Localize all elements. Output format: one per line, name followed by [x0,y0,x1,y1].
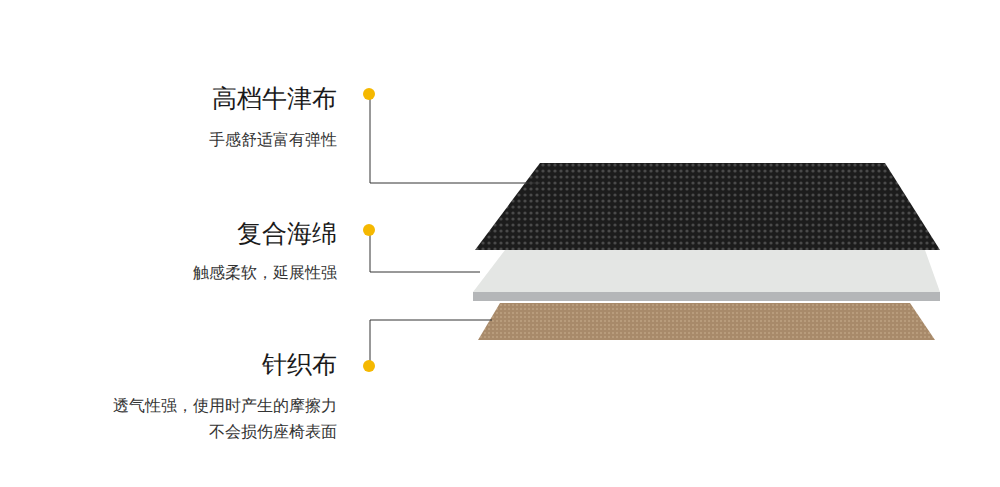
leader-line [370,320,492,365]
layer-title: 复合海绵 [237,219,337,249]
sponge-layer [473,250,940,292]
marker-dot [363,88,375,100]
layer-title: 针织布 [262,350,337,380]
leader-line [370,95,540,183]
marker-dot [363,360,375,372]
layer-title: 高档牛津布 [212,84,337,114]
layer-description: 触感柔软，延展性强 [193,260,337,286]
oxford-layer [475,163,940,250]
sponge-edge [473,292,940,301]
leader-line [370,231,480,272]
knit-layer [478,303,935,340]
layer-description: 手感舒适富有弹性 [209,127,337,153]
layer-description: 透气性强，使用时产生的摩擦力 不会损伤座椅表面 [87,393,337,445]
marker-dot [363,224,375,236]
